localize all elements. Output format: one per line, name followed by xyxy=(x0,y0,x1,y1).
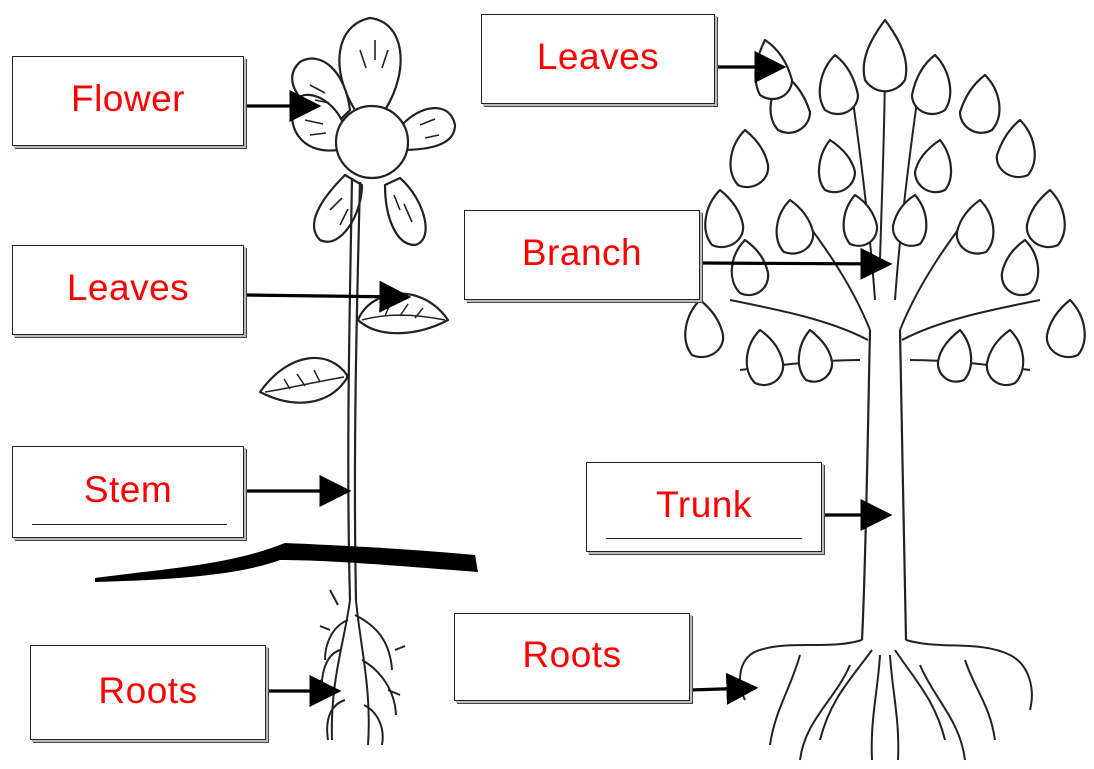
label-trunk: Trunk xyxy=(586,462,822,552)
flower-center xyxy=(334,104,410,180)
label-roots-tree-text: Roots xyxy=(522,634,622,675)
trunk-underline xyxy=(606,538,802,539)
label-roots-tree: Roots xyxy=(454,613,690,701)
flower-plant xyxy=(258,16,457,746)
flower-leaf-right xyxy=(356,292,450,335)
label-stem-text: Stem xyxy=(83,469,173,510)
label-stem: Stem xyxy=(12,446,244,538)
ground xyxy=(95,543,478,582)
label-branch: Branch xyxy=(464,210,700,300)
flower-roots xyxy=(311,589,406,746)
arrow-branch xyxy=(699,247,893,280)
label-branch-text: Branch xyxy=(521,232,643,273)
label-leaves-tree-text: Leaves xyxy=(536,36,660,77)
label-leaves-flower: Leaves xyxy=(12,245,244,335)
tree-leaves xyxy=(684,18,1086,387)
arrow-leaves-flower xyxy=(244,280,412,313)
pointer-arrows xyxy=(244,51,893,707)
tree-trunk xyxy=(860,329,908,641)
flower-leaf-left xyxy=(258,356,349,404)
label-leaves-flower-text: Leaves xyxy=(66,267,190,308)
arrow-roots-tree xyxy=(689,672,759,705)
label-leaves-tree: Leaves xyxy=(481,14,715,104)
label-flower: Flower xyxy=(12,56,244,146)
stem-underline xyxy=(32,524,227,525)
label-flower-text: Flower xyxy=(70,78,186,119)
label-trunk-text: Trunk xyxy=(656,484,752,525)
label-roots-flower-text: Roots xyxy=(98,669,198,711)
tree-roots xyxy=(739,639,1033,761)
label-roots-flower: Roots xyxy=(30,645,266,740)
tree xyxy=(684,18,1086,761)
flower-stem xyxy=(347,177,362,601)
